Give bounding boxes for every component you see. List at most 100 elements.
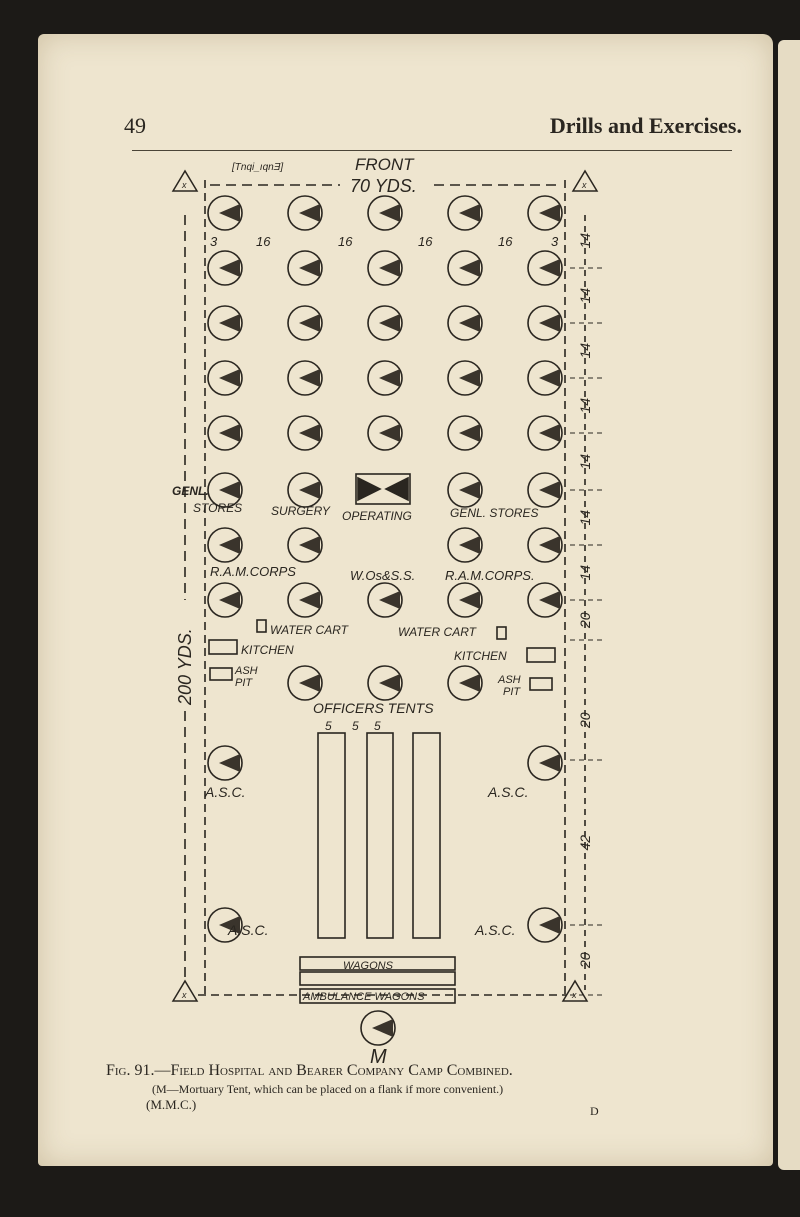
row-spacing-label: 14 bbox=[577, 288, 593, 304]
bell-tent-icon bbox=[447, 527, 483, 563]
row-spacing-label: 20 bbox=[577, 952, 593, 969]
bell-tent-icon bbox=[367, 415, 403, 451]
next-page-edge bbox=[778, 40, 800, 1170]
row-spacing-label: 14 bbox=[577, 565, 593, 581]
bell-tent-icon bbox=[287, 472, 323, 508]
label-wos: W.Os&S.S. bbox=[350, 568, 415, 583]
label-kitchen-left: KITCHEN bbox=[241, 643, 294, 657]
row-spacing-label: 14 bbox=[577, 510, 593, 526]
bell-tent-icon bbox=[207, 250, 243, 286]
officer-count-1: 5 bbox=[325, 719, 332, 733]
bell-tent-icon bbox=[527, 472, 563, 508]
bell-tent-icon bbox=[360, 1010, 396, 1046]
svg-text:x: x bbox=[581, 180, 587, 190]
label-surgery: SURGERY bbox=[271, 504, 331, 518]
bell-tent-icon bbox=[287, 360, 323, 396]
label-genl-stores-right: GENL. STORES bbox=[450, 506, 538, 520]
bell-tent-icon bbox=[207, 305, 243, 341]
officers-tent-2 bbox=[366, 732, 394, 939]
bell-tent-icon bbox=[447, 195, 483, 231]
label-asc-left: A.S.C. bbox=[204, 784, 245, 800]
bell-tent-icon bbox=[287, 665, 323, 701]
bell-tent-icon bbox=[527, 305, 563, 341]
mirror-stamp: [Tnqi_ıqnƎ] bbox=[231, 162, 283, 173]
ash-pit-right bbox=[529, 677, 553, 691]
bell-tent-icon bbox=[287, 582, 323, 618]
svg-text:x: x bbox=[181, 990, 187, 1000]
row-spacing-label: 14 bbox=[577, 343, 593, 359]
camp-flag-icon: x bbox=[571, 169, 599, 192]
label-water-cart-right: WATER CART bbox=[398, 625, 478, 639]
bell-tent-icon bbox=[527, 360, 563, 396]
spacing-label: 16 bbox=[338, 234, 353, 249]
bell-tent-icon bbox=[207, 360, 243, 396]
bell-tent-icon bbox=[207, 582, 243, 618]
label-pit-left: PIT bbox=[235, 677, 253, 689]
bell-tent-icon bbox=[527, 582, 563, 618]
figure-caption: Fig. 91.—Field Hospital and Bearer Compa… bbox=[106, 1062, 513, 1079]
label-ramc-left: R.A.M.CORPS bbox=[210, 564, 296, 579]
row-spacing-label: 20 bbox=[577, 712, 593, 729]
bell-tent-icon bbox=[207, 472, 243, 508]
row-spacing-label: 14 bbox=[577, 233, 593, 249]
officer-count-2: 5 bbox=[352, 719, 359, 733]
label-ash-left: ASH bbox=[234, 665, 258, 677]
spacing-label: 16 bbox=[418, 234, 433, 249]
bell-tent-icon bbox=[447, 360, 483, 396]
row-spacing-label: 14 bbox=[577, 454, 593, 470]
width-label: 70 YDS. bbox=[350, 176, 417, 196]
label-ramc-right: R.A.M.CORPS. bbox=[445, 568, 535, 583]
row-spacing-label: 42 bbox=[577, 835, 593, 851]
wagons-row-1 bbox=[299, 956, 456, 971]
bell-tent-icon bbox=[367, 250, 403, 286]
spacing-label: 16 bbox=[256, 234, 271, 249]
row-spacing-label: 20 bbox=[577, 612, 593, 629]
bell-tent-icon bbox=[527, 527, 563, 563]
operating-tent bbox=[355, 473, 411, 505]
kitchen-left bbox=[208, 639, 238, 655]
bell-tent-icon bbox=[207, 195, 243, 231]
signature-mark: D bbox=[590, 1104, 599, 1118]
bell-tent-icon bbox=[207, 907, 243, 943]
camp-flag-icon: x bbox=[561, 979, 589, 1002]
water-cart-left bbox=[256, 619, 267, 633]
bell-tent-icon bbox=[287, 250, 323, 286]
label-kitchen-right: KITCHEN bbox=[454, 649, 507, 663]
bell-tent-icon bbox=[287, 305, 323, 341]
ash-pit-left bbox=[209, 667, 233, 681]
page-number: 49 bbox=[124, 113, 146, 138]
bell-tent-icon bbox=[527, 907, 563, 943]
figure-note: (M—Mortuary Tent, which can be placed on… bbox=[152, 1082, 504, 1096]
label-asc-right-rear: A.S.C. bbox=[474, 922, 515, 938]
label-ash-right: ASH bbox=[497, 674, 521, 686]
label-mortuary: M bbox=[370, 1046, 387, 1068]
bell-tent-icon bbox=[447, 415, 483, 451]
bell-tent-icon bbox=[367, 582, 403, 618]
running-title: Drills and Exercises. bbox=[549, 113, 742, 138]
label-asc-left-rear: A.S.C. bbox=[227, 922, 268, 938]
book-page bbox=[38, 34, 773, 1166]
bell-tent-icon bbox=[447, 582, 483, 618]
svg-text:x: x bbox=[181, 180, 187, 190]
label-pit-right: PIT bbox=[503, 686, 521, 698]
bell-tent-icon bbox=[447, 665, 483, 701]
camp-flag-icon: x bbox=[171, 169, 199, 192]
label-wagons: WAGONS bbox=[343, 960, 394, 972]
row-spacing-label: 14 bbox=[577, 398, 593, 414]
kitchen-right bbox=[526, 647, 556, 663]
bell-tent-icon bbox=[367, 360, 403, 396]
label-ambulance-wagons: AMBULANCE WAGONS bbox=[302, 991, 425, 1003]
bell-tent-icon bbox=[207, 527, 243, 563]
water-cart-right bbox=[496, 626, 507, 640]
label-asc-right: A.S.C. bbox=[487, 784, 528, 800]
bell-tent-icon bbox=[447, 250, 483, 286]
bell-tent-icon bbox=[287, 415, 323, 451]
spacing-label: 16 bbox=[498, 234, 513, 249]
camp-flag-icon: x bbox=[171, 979, 199, 1002]
bell-tent-icon bbox=[447, 472, 483, 508]
label-operating: OPERATING bbox=[342, 509, 412, 523]
label-officers-tents: OFFICERS TENTS bbox=[313, 700, 434, 716]
officers-tent-1 bbox=[317, 732, 346, 939]
officers-tent-3 bbox=[412, 732, 441, 939]
